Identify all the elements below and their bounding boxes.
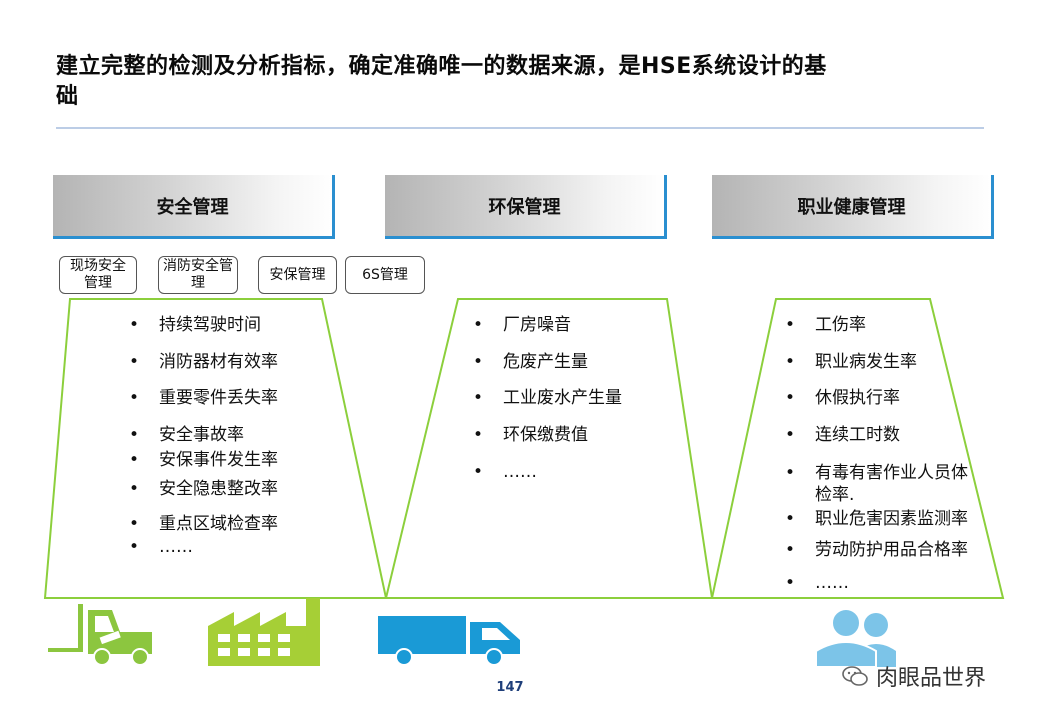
subcategory-fire-safety: 消防安全管理: [158, 256, 238, 294]
bullet-icon: •: [785, 388, 796, 408]
list-item: • 环保缴费值: [473, 425, 588, 445]
list-item-label: ……: [503, 462, 537, 482]
safety-outline: [43, 298, 388, 599]
list-item-label: 职业危害因素监测率: [815, 509, 968, 529]
watermark-text: 肉眼品世界: [876, 666, 987, 691]
bullet-icon: •: [785, 463, 796, 483]
truck-icon: [378, 616, 520, 666]
list-item-label: 厂房噪音: [503, 315, 571, 335]
list-item: • 安全事故率: [129, 425, 244, 445]
page-number: 147: [496, 680, 524, 695]
list-item: • 连续工时数: [785, 425, 900, 445]
subcategory-site-safety: 现场安全管理: [59, 256, 137, 294]
list-item: • 工业废水产生量: [473, 388, 622, 408]
list-item: • 职业病发生率: [785, 352, 917, 372]
bullet-icon: •: [129, 352, 140, 372]
bullet-icon: •: [785, 540, 796, 560]
list-item-label: 环保缴费值: [503, 425, 588, 445]
forklift-icon: [48, 604, 152, 666]
list-item-label: 重要零件丢失率: [159, 388, 278, 408]
bullet-icon: •: [129, 425, 140, 445]
bullet-icon: •: [785, 509, 796, 529]
list-item: • 厂房噪音: [473, 315, 571, 335]
bullet-icon: •: [785, 573, 796, 593]
list-item: • 危废产生量: [473, 352, 588, 372]
list-item: • 消防器材有效率: [129, 352, 278, 372]
list-item-label: 休假执行率: [815, 388, 900, 408]
list-item-label: 劳动防护用品合格率: [815, 540, 968, 560]
list-item-label: 安全隐患整改率: [159, 479, 278, 499]
list-item: • 安保事件发生率: [129, 450, 278, 470]
people-icon: [815, 608, 896, 667]
health-outline: [710, 298, 1005, 599]
bullet-icon: •: [129, 537, 140, 557]
list-item-label: 安保事件发生率: [159, 450, 278, 470]
list-item-label: 工伤率: [815, 315, 866, 335]
subcategory-security: 安保管理: [258, 256, 337, 294]
list-item-label: 消防器材有效率: [159, 352, 278, 372]
bullet-icon: •: [129, 315, 140, 335]
list-item: • 重要零件丢失率: [129, 388, 278, 408]
bullet-icon: •: [473, 388, 484, 408]
list-item: • ……: [473, 462, 537, 482]
watermark: 肉眼品世界: [842, 660, 986, 692]
list-item: • 有毒有害作业人员体检率.: [785, 462, 975, 506]
bullet-icon: •: [785, 425, 796, 445]
header-environment: 环保管理: [385, 175, 667, 239]
title-divider: [56, 127, 984, 129]
list-item: • 职业危害因素监测率: [785, 509, 968, 529]
list-item-label: 有毒有害作业人员体检率.: [815, 463, 968, 505]
list-item-label: ……: [815, 573, 849, 593]
bullet-icon: •: [785, 352, 796, 372]
subcategory-6s: 6S管理: [345, 256, 425, 294]
list-item: • 劳动防护用品合格率: [785, 540, 968, 560]
list-item-label: 重点区域检查率: [159, 514, 278, 534]
list-item: • 持续驾驶时间: [129, 315, 261, 335]
factory-icon: [208, 598, 320, 666]
bullet-icon: •: [473, 462, 484, 482]
list-item: • ……: [785, 573, 849, 593]
bullet-icon: •: [129, 388, 140, 408]
bullet-icon: •: [473, 315, 484, 335]
list-item-label: 安全事故率: [159, 425, 244, 445]
list-item: • 工伤率: [785, 315, 866, 335]
bullet-icon: •: [473, 425, 484, 445]
list-item-label: 职业病发生率: [815, 352, 917, 372]
list-item: • 重点区域检查率: [129, 514, 278, 534]
list-item: • 安全隐患整改率: [129, 479, 278, 499]
list-item-label: 持续驾驶时间: [159, 315, 261, 335]
list-item-label: 危废产生量: [503, 352, 588, 372]
bullet-icon: •: [473, 352, 484, 372]
header-safety: 安全管理: [53, 175, 335, 239]
header-health: 职业健康管理: [712, 175, 994, 239]
bullet-icon: •: [129, 450, 140, 470]
wechat-icon: [842, 666, 868, 686]
bullet-icon: •: [129, 514, 140, 534]
list-item: • ……: [129, 537, 193, 557]
bullet-icon: •: [785, 315, 796, 335]
bullet-icon: •: [129, 479, 140, 499]
list-item-label: ……: [159, 537, 193, 557]
page-title: 建立完整的检测及分析指标，确定准确唯一的数据来源，是HSE系统设计的基础: [56, 54, 827, 109]
environment-outline: [384, 298, 714, 599]
list-item-label: 工业废水产生量: [503, 388, 622, 408]
list-item: • 休假执行率: [785, 388, 900, 408]
list-item-label: 连续工时数: [815, 425, 900, 445]
